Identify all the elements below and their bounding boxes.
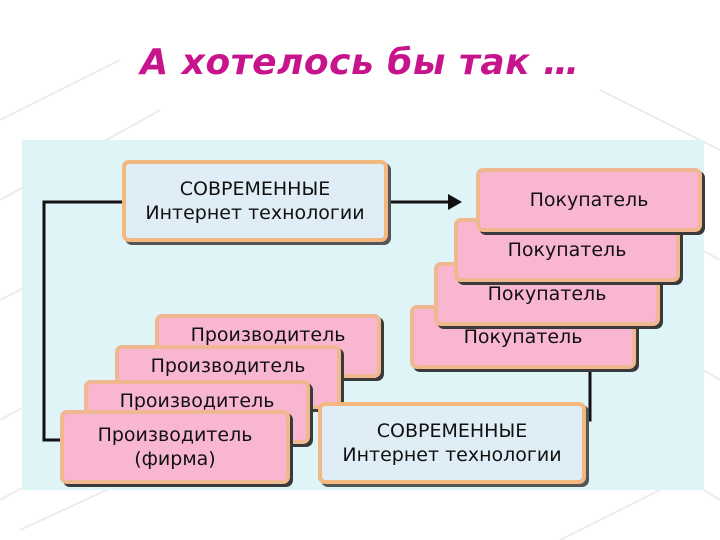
producer-box-main: Производитель (фирма) <box>60 410 290 484</box>
producer-main-line2: (фирма) <box>134 448 216 470</box>
tech-bottom-line2: Интернет технологии <box>342 444 562 466</box>
buyer-label-1: Покупатель <box>529 189 649 211</box>
tech-box-top: СОВРЕМЕННЫЕ Интернет технологии <box>122 160 388 242</box>
producer-label-2: Производитель <box>150 355 306 377</box>
tech-bottom-line1: СОВРЕМЕННЫЕ <box>376 420 528 442</box>
tech-box-bottom: СОВРЕМЕННЫЕ Интернет технологии <box>318 402 586 484</box>
tech-top-line1: СОВРЕМЕННЫЕ <box>179 178 331 200</box>
buyer-label-2: Покупатель <box>507 239 627 261</box>
producer-label-3: Производитель <box>190 324 346 346</box>
producer-main-line1: Производитель <box>97 424 253 446</box>
buyer-label-3: Покупатель <box>487 283 607 305</box>
slide-title: А хотелось бы так … <box>140 42 580 83</box>
buyer-label-4: Покупатель <box>463 326 583 348</box>
producer-label-1: Производитель <box>119 390 275 412</box>
buyer-box-1: Покупатель <box>476 168 702 232</box>
tech-top-line2: Интернет технологии <box>145 202 365 224</box>
